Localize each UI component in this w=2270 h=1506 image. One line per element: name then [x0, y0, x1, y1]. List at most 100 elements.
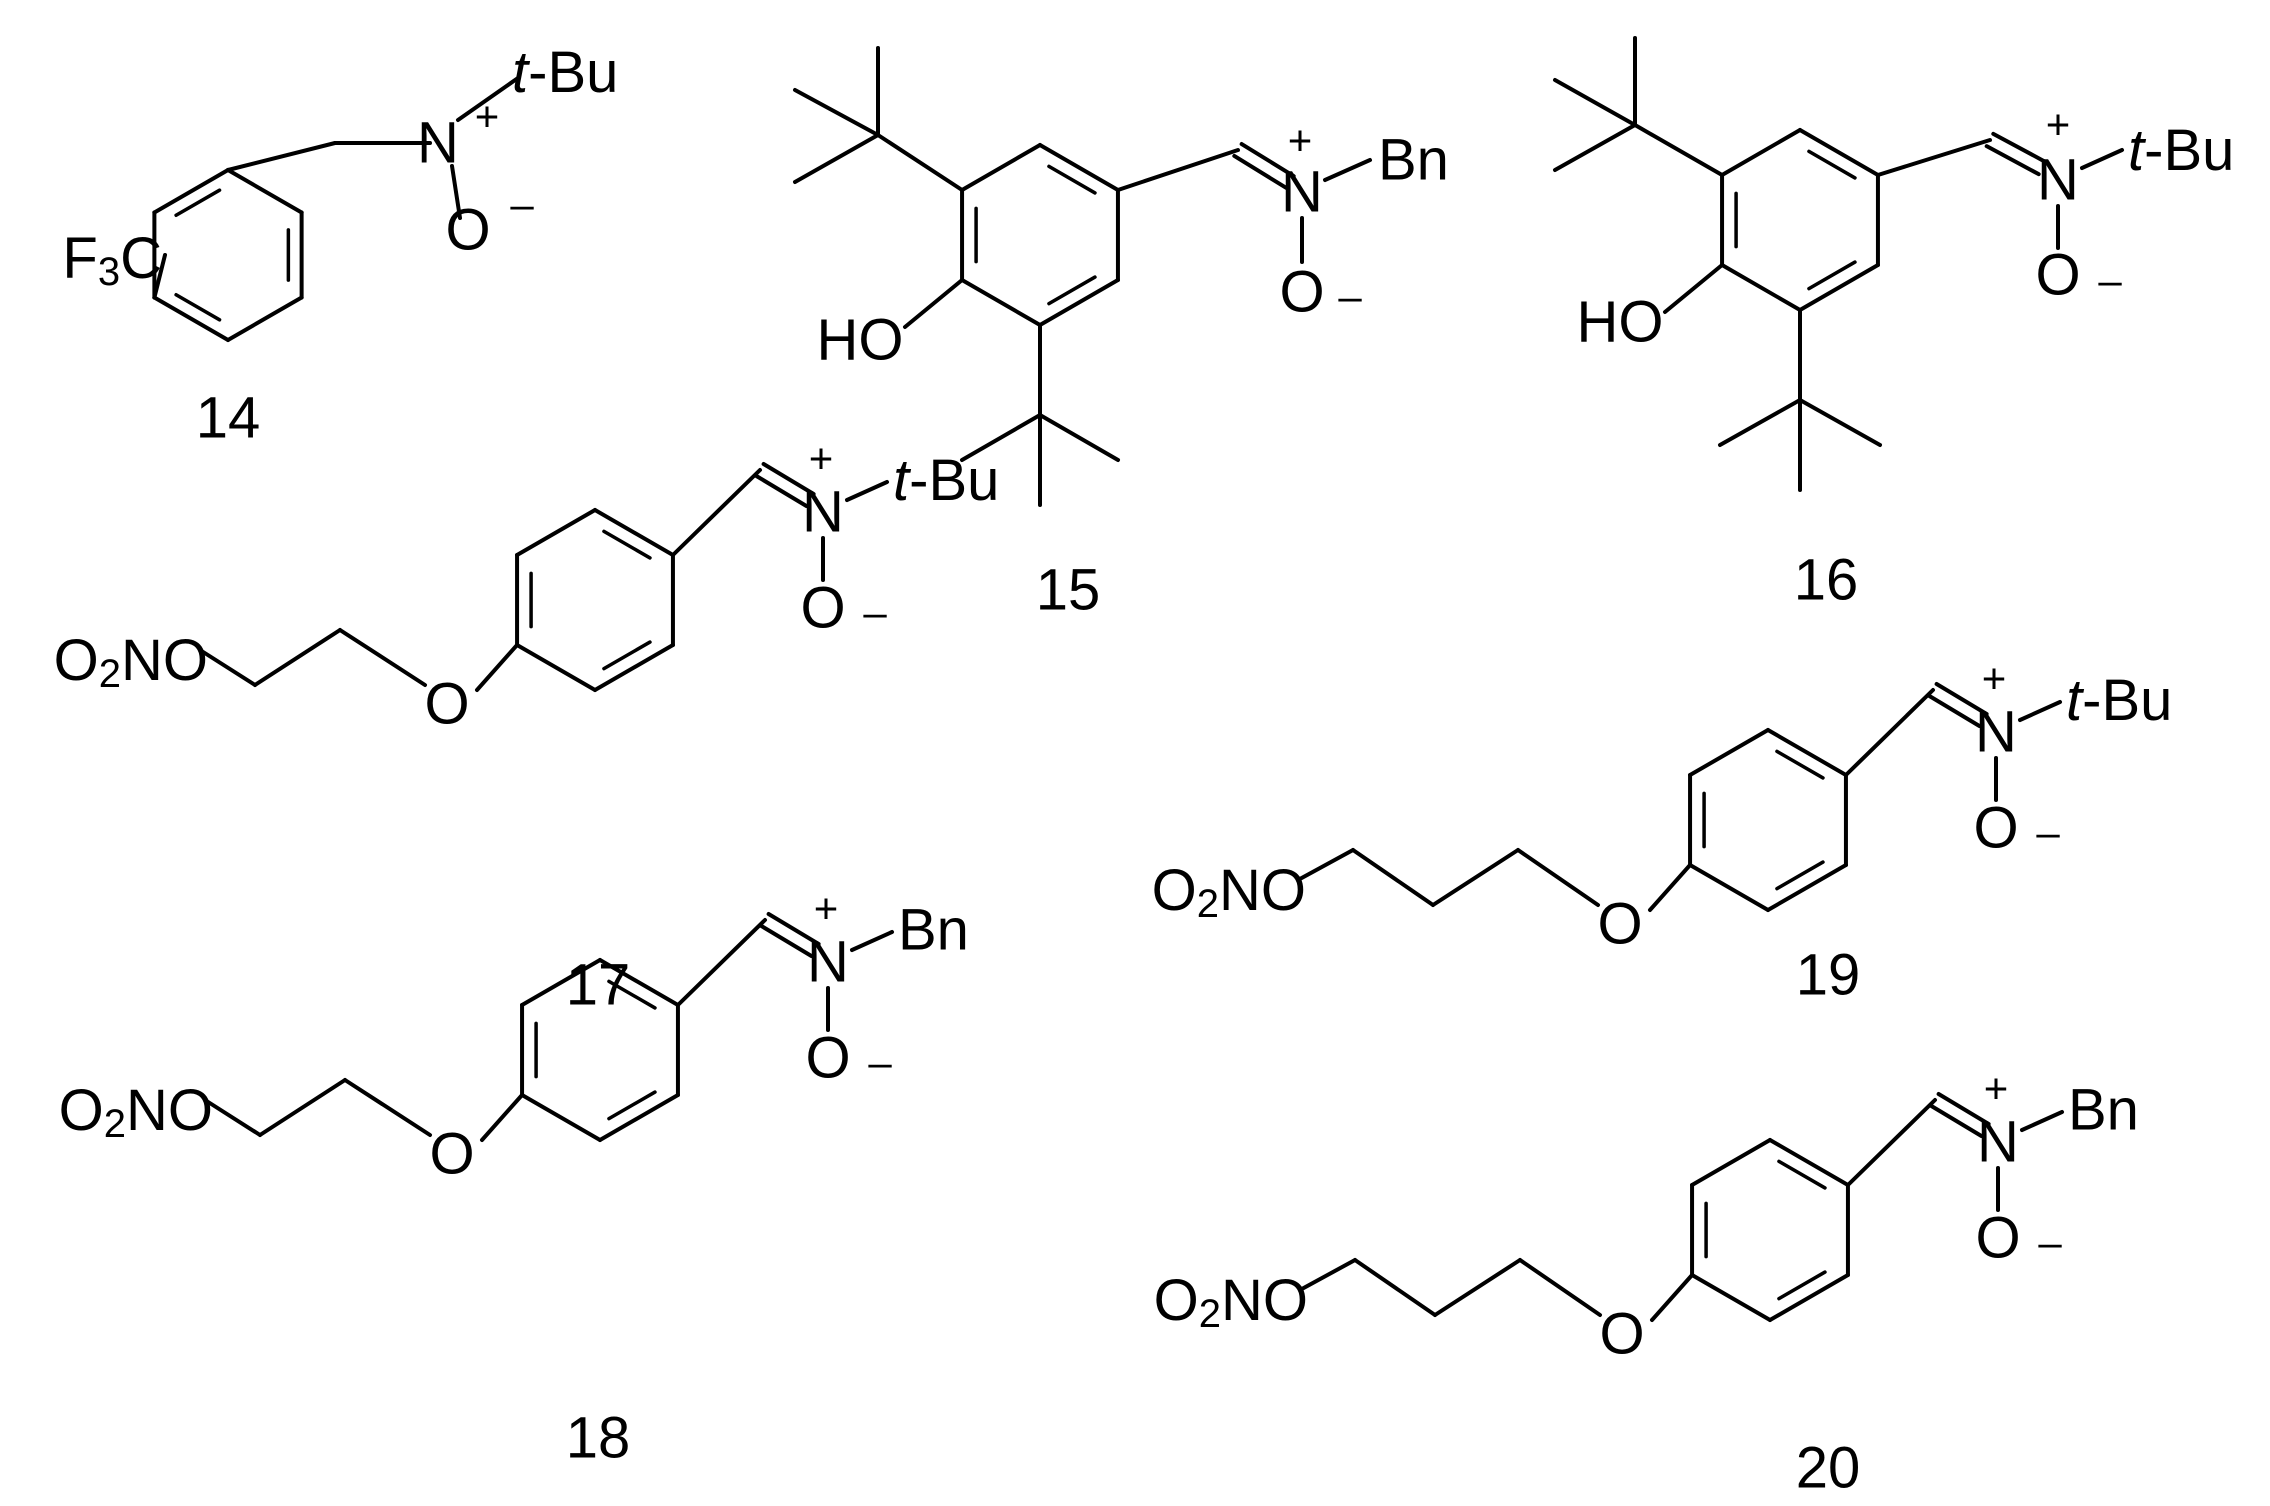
single-bond	[258, 1078, 347, 1137]
single-bond	[203, 1098, 262, 1137]
single-bond	[593, 508, 675, 557]
negative-charge: –	[1338, 273, 1362, 320]
compound-id-16: 16	[1794, 548, 1859, 613]
single-bond	[960, 278, 1042, 327]
italic-t: t	[2066, 668, 2085, 733]
single-bond	[1431, 848, 1520, 907]
single-bond	[1688, 863, 1770, 912]
single-bond	[198, 648, 257, 687]
single-bond	[1845, 1098, 1937, 1187]
n-substituent-label: Bn	[2068, 1078, 2139, 1143]
single-bond	[520, 1093, 602, 1142]
single-bond	[670, 468, 762, 557]
single-bond	[1690, 1138, 1772, 1187]
n-substituent-label: t-Bu	[2128, 118, 2234, 183]
compound-15: HON+BnO–15	[793, 46, 1449, 623]
oxide-oxygen: O	[2035, 243, 2080, 308]
double-bond-line	[1239, 142, 1296, 179]
aromatic-inner-bond	[1807, 149, 1857, 180]
single-bond	[1038, 413, 1120, 462]
single-bond	[1688, 728, 1770, 777]
ether-oxygen: O	[1597, 892, 1642, 957]
single-bond	[2020, 1110, 2064, 1132]
single-bond	[515, 643, 597, 692]
single-bond	[1720, 128, 1802, 177]
nitrate-ester-label: O2NO	[59, 1078, 213, 1147]
single-bond	[1798, 398, 1882, 447]
double-bond-line	[1991, 131, 2048, 164]
single-bond	[1766, 863, 1848, 912]
single-bond	[1690, 1273, 1772, 1322]
aromatic-inner-bond	[1047, 164, 1097, 195]
aromatic-inner-bond	[174, 188, 222, 218]
ether-oxygen: O	[429, 1122, 474, 1187]
ether-oxygen: O	[424, 672, 469, 737]
single-bond	[1798, 263, 1880, 312]
positive-charge: +	[809, 435, 834, 482]
aromatic-inner-bond	[1777, 1270, 1827, 1301]
double-bond-line	[1929, 1104, 1984, 1139]
italic-t: t	[893, 448, 912, 513]
nitrone-nitrogen: N	[802, 480, 844, 545]
single-bond	[1768, 1273, 1850, 1322]
double-bond-line	[759, 924, 814, 959]
single-bond	[1798, 128, 1880, 177]
oxide-oxygen: O	[1279, 260, 1324, 325]
single-bond	[1433, 1258, 1522, 1317]
butyl-suffix: -Bu	[909, 448, 999, 513]
nitrate-ester-label: O2NO	[1152, 858, 1306, 927]
negative-charge: –	[2098, 257, 2122, 304]
trifluoromethyl-label: F3C	[62, 226, 162, 295]
single-bond	[1323, 158, 1372, 182]
single-bond	[850, 930, 894, 952]
double-bond-line	[1927, 694, 1982, 729]
positive-charge: +	[1288, 117, 1313, 164]
double-bond-line	[754, 474, 809, 509]
single-bond	[480, 1093, 525, 1142]
single-bond	[515, 508, 597, 557]
aromatic-inner-bond	[1807, 260, 1857, 291]
aromatic-inner-bond	[602, 640, 652, 671]
negative-charge: –	[2038, 1219, 2062, 1266]
compound-16: HON+t-BuO–16	[1553, 36, 2234, 613]
double-bond-line	[761, 461, 816, 496]
single-bond	[793, 88, 880, 137]
double-bond-line	[766, 911, 821, 946]
oxide-oxygen: O	[805, 1026, 850, 1091]
single-bond	[960, 143, 1042, 192]
compound-id-18: 18	[566, 1406, 631, 1471]
single-bond	[876, 133, 965, 192]
positive-charge: +	[1982, 655, 2007, 702]
single-bond	[845, 480, 889, 502]
positive-charge: +	[814, 885, 839, 932]
single-bond	[450, 164, 462, 220]
single-bond	[1353, 1258, 1437, 1317]
hydroxy-label: HO	[817, 308, 904, 373]
oxide-oxygen: O	[1975, 1206, 2020, 1271]
single-bond	[1633, 123, 1725, 177]
negative-charge: –	[510, 181, 534, 228]
ether-oxygen: O	[1599, 1302, 1644, 1367]
compound-id-14: 14	[196, 386, 261, 451]
single-bond	[152, 295, 230, 342]
single-bond	[598, 1093, 680, 1142]
negative-charge: –	[2036, 809, 2060, 856]
single-bond	[2018, 700, 2062, 722]
nitrate-ester-label: O2NO	[1154, 1268, 1308, 1337]
single-bond	[343, 1078, 432, 1137]
positive-charge: +	[1984, 1065, 2009, 1112]
double-bond-line	[1232, 153, 1289, 190]
single-bond	[456, 76, 520, 122]
italic-t: t	[2128, 118, 2147, 183]
single-bond	[1518, 1258, 1602, 1317]
nitrone-nitrogen: N	[1975, 700, 2017, 765]
single-bond	[1768, 1138, 1850, 1187]
single-bond	[1516, 848, 1600, 907]
single-bond	[598, 958, 680, 1007]
single-bond	[593, 643, 675, 692]
single-bond	[226, 141, 337, 172]
